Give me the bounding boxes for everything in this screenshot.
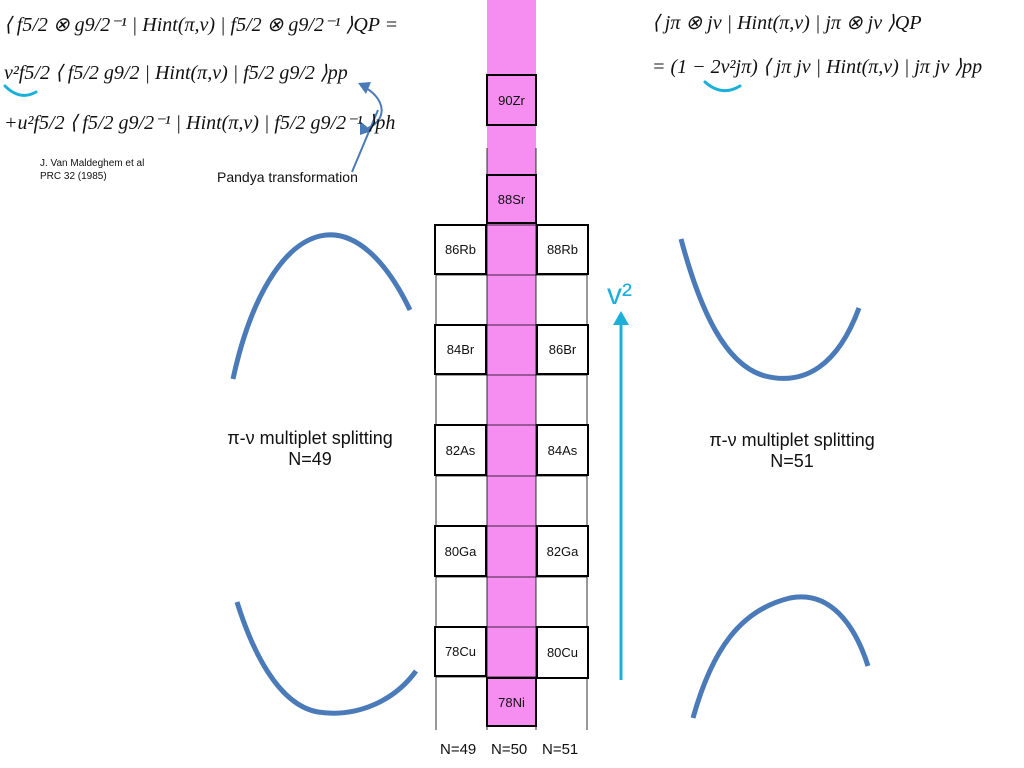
- nucleus-82as: 82As: [434, 424, 487, 476]
- splitting-right-n: N=51: [770, 451, 814, 471]
- pandya-label: Pandya transformation: [217, 169, 358, 185]
- nucleus-78ni: 78Ni: [486, 677, 537, 727]
- splitting-left-n: N=49: [288, 449, 332, 469]
- splitting-right-title: π-ν multiplet splitting: [709, 430, 875, 450]
- curve-top-right: [678, 238, 862, 381]
- equation-right-line2: = (1 − 2v²jπ) ⟨ jπ jν | Hint(π,ν) | jπ j…: [652, 56, 983, 78]
- curve-bottom-right: [690, 594, 871, 719]
- reference-line1: J. Van Maldeghem et al: [40, 158, 145, 169]
- v2-arrow-head: [613, 311, 629, 325]
- equation-left-line2: v²f5/2 ⟨ f5/2 g9/2 | Hint(π,ν) | f5/2 g9…: [4, 62, 348, 84]
- equation-right-line1: ⟨ jπ ⊗ jν | Hint(π,ν) | jπ ⊗ jν ⟩QP: [652, 12, 922, 34]
- nucleus-78cu: 78Cu: [434, 626, 487, 677]
- pandya-arrow-head-down: [360, 121, 372, 135]
- nucleus-84as: 84As: [536, 424, 589, 476]
- curve-top-left: [230, 232, 413, 380]
- pandya-arrow-head-up: [358, 82, 371, 94]
- nucleus-86rb: 86Rb: [434, 224, 487, 275]
- equation-left-line1: ⟨ f5/2 ⊗ g9/2⁻¹ | Hint(π,ν) | f5/2 ⊗ g9/…: [4, 14, 399, 36]
- curve-bottom-left: [234, 601, 419, 716]
- splitting-left: π-ν multiplet splitting N=49: [210, 428, 410, 470]
- highlight-mark-v2-left: [3, 84, 38, 97]
- nucleus-86br: 86Br: [536, 324, 589, 375]
- reference-line2: PRC 32 (1985): [40, 171, 107, 182]
- nucleus-90zr: 90Zr: [486, 74, 537, 126]
- nucleus-88sr: 88Sr: [486, 174, 537, 224]
- column-label-n49: N=49: [440, 741, 477, 758]
- v2-label: v²: [607, 278, 632, 311]
- column-label-n51: N=51: [542, 741, 579, 758]
- splitting-left-title: π-ν multiplet splitting: [227, 428, 393, 448]
- column-label-n50: N=50: [491, 741, 528, 758]
- equation-left-line3: +u²f5/2 ⟨ f5/2 g9/2⁻¹ | Hint(π,ν) | f5/2…: [4, 112, 396, 134]
- nucleus-82ga: 82Ga: [536, 525, 589, 577]
- splitting-right: π-ν multiplet splitting N=51: [692, 430, 892, 472]
- nucleus-84br: 84Br: [434, 324, 487, 375]
- nucleus-88rb: 88Rb: [536, 224, 589, 275]
- nucleus-80ga: 80Ga: [434, 525, 487, 577]
- pandya-pointer-line: [351, 109, 379, 173]
- nucleus-80cu: 80Cu: [536, 626, 589, 679]
- highlight-mark-v2-right: [703, 80, 742, 93]
